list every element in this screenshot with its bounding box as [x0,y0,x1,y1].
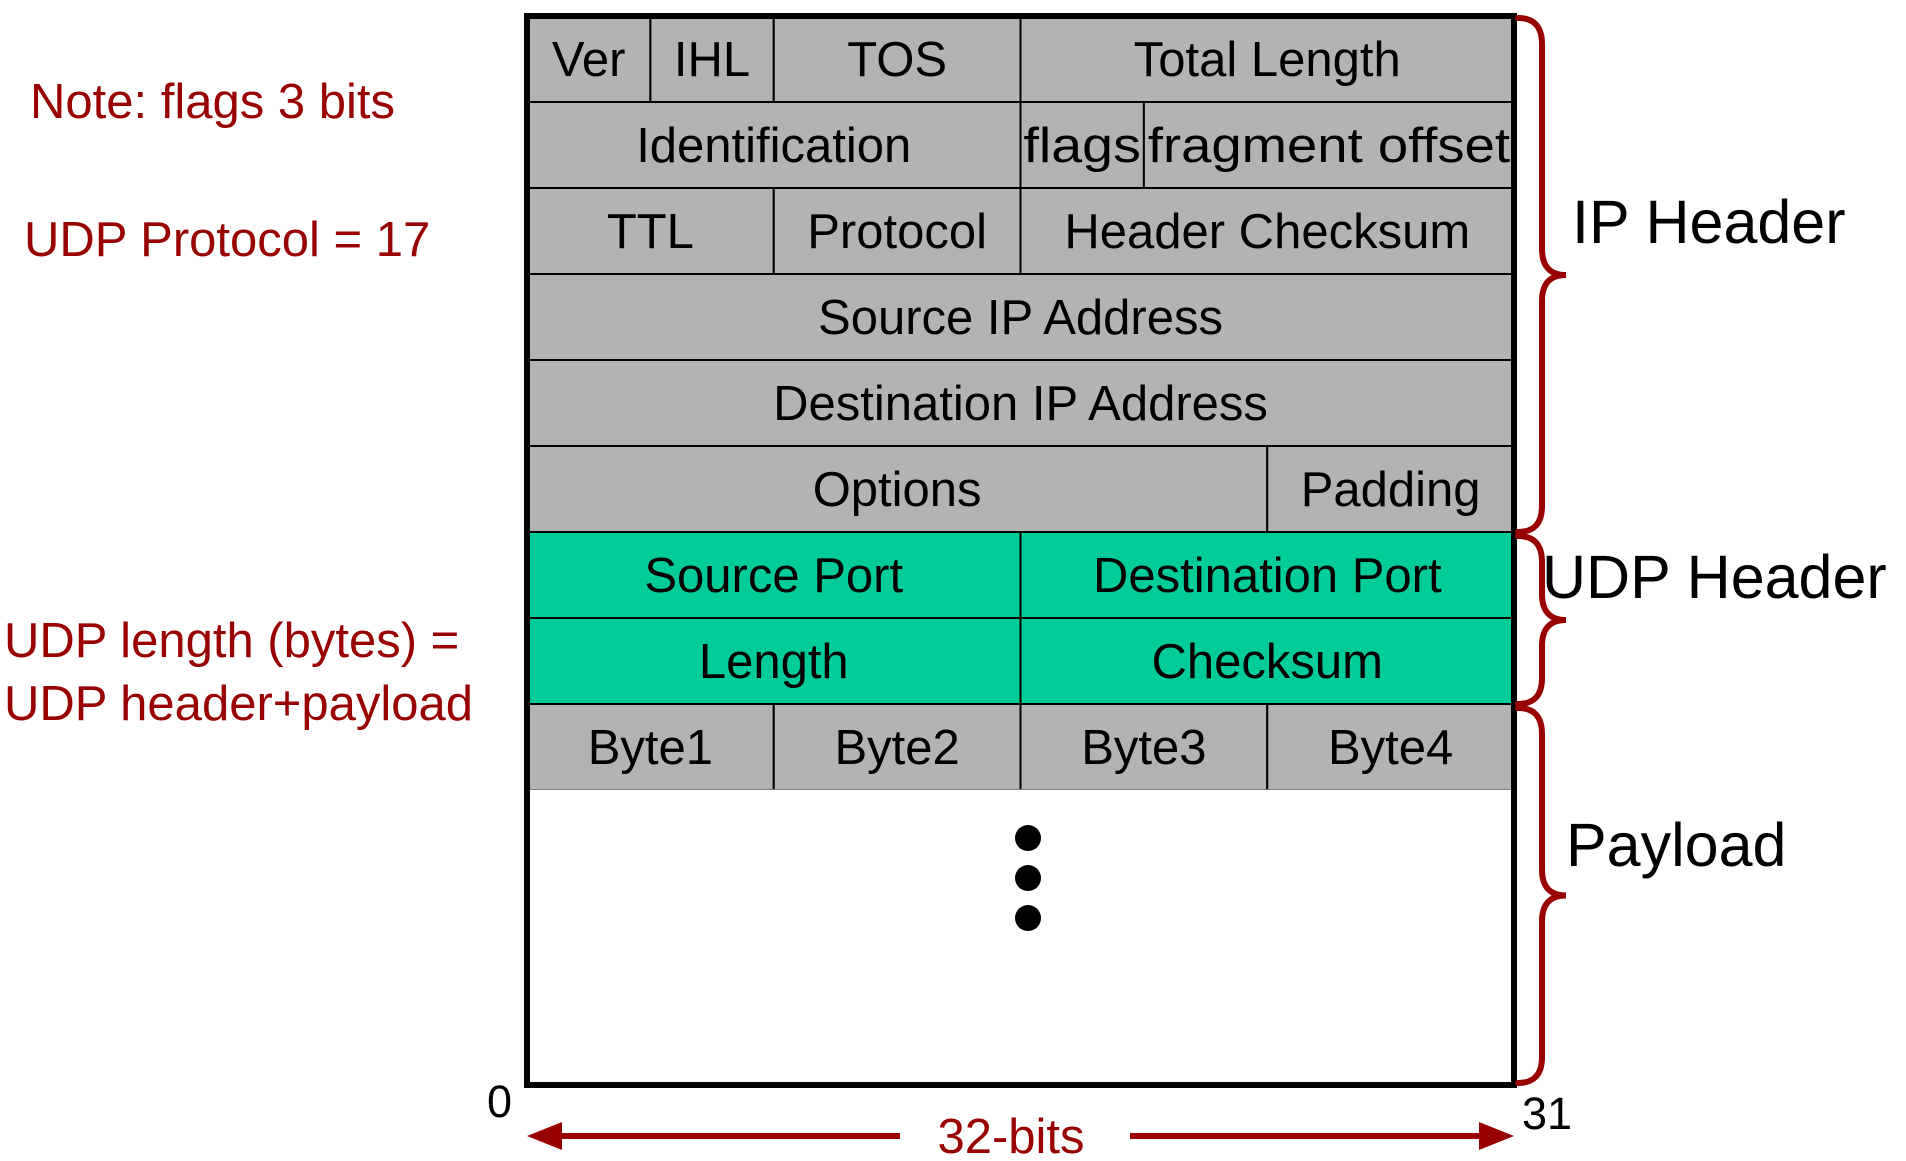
field-ver [526,15,652,103]
field-label-byte4: Byte4 [1328,721,1453,775]
field-label-length: Length [699,635,849,689]
field-label-destination-ip-address: Destination IP Address [773,377,1268,431]
udp-header-brace [1515,533,1567,707]
field-label-source-ip-address: Source IP Address [818,291,1223,345]
bit-width-label: 32-bits [937,1110,1084,1161]
arrow-left-head [527,1122,562,1150]
field-label-byte1: Byte1 [588,721,713,775]
packet-frame [524,13,1517,1088]
flags-note: Note: flags 3 bits [30,75,395,129]
field-destination-ip-address [526,359,1515,447]
field-label-header-checksum: Header Checksum [1064,205,1470,259]
field-ihl [649,15,775,103]
field-label-byte3: Byte3 [1081,721,1206,775]
arrow-right-head [1479,1122,1514,1150]
field-length [526,617,1022,705]
field-label-flags: flags [1024,119,1141,173]
payload-brace [1515,705,1567,1086]
bit-start-label: 0 [487,1076,512,1127]
field-label-protocol: Protocol [807,205,987,259]
ellipsis-dot [1015,905,1041,931]
protocol-note: UDP Protocol = 17 [24,213,430,267]
field-label-options: Options [813,463,982,517]
ip-header-brace [1515,15,1567,535]
field-label-ttl: TTL [607,205,694,259]
field-flags [1019,101,1145,189]
field-byte3 [1019,703,1269,791]
ellipsis-dot [1015,865,1041,891]
field-label-tos: TOS [847,33,947,87]
field-label-padding: Padding [1301,463,1481,517]
bit-end-label: 31 [1522,1088,1572,1139]
field-label-identification: Identification [636,119,911,173]
payload-ellipsis [1015,825,1041,931]
ip-header-label: IP Header [1572,188,1846,256]
field-label-destination-port: Destination Port [1093,549,1442,603]
field-label-ver: Ver [552,33,626,87]
ellipsis-dot [1015,825,1041,851]
payload-label: Payload [1566,811,1786,879]
field-total-length [1019,15,1515,103]
udp-length-note-line2: UDP header+payload [4,677,473,731]
field-header-checksum [1019,187,1515,275]
field-label-fragment-offset: fragment offset [1148,119,1511,173]
field-label-checksum: Checksum [1152,635,1383,689]
field-label-total-length: Total Length [1134,33,1401,87]
field-byte2 [772,703,1022,791]
bit-width-arrow [527,1122,1514,1150]
field-label-ihl: IHL [674,33,750,87]
section-braces [1515,15,1567,1086]
field-label-byte2: Byte2 [834,721,959,775]
udp-header-label: UDP Header [1542,543,1887,611]
udp-length-note-line1: UDP length (bytes) = [4,614,459,668]
field-byte1 [526,703,775,791]
field-label-source-port: Source Port [644,549,903,603]
